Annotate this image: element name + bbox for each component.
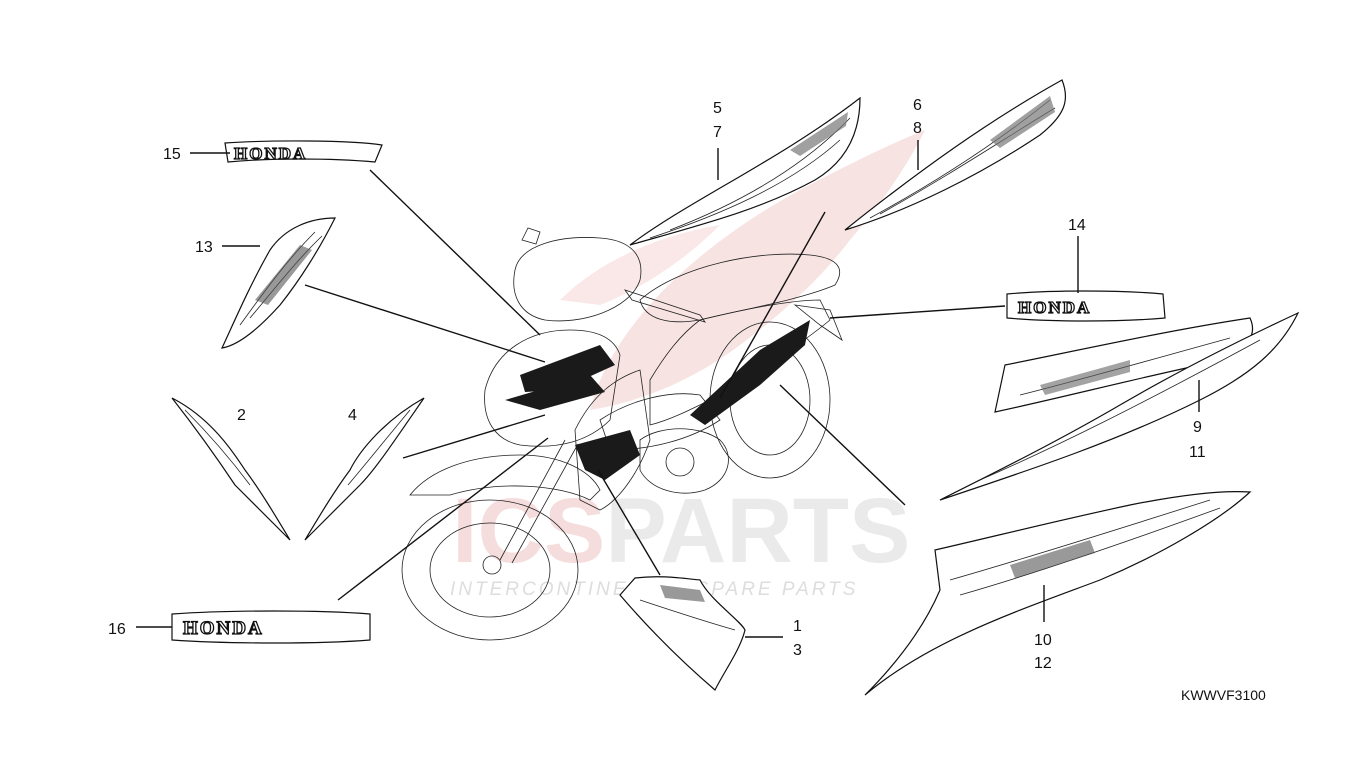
callout-6: 6 xyxy=(913,97,922,114)
callout-8: 8 xyxy=(913,120,922,137)
honda-emblem-14: HONDA xyxy=(1006,290,1166,322)
front-wheel-rim xyxy=(429,522,551,618)
part-1-3-decal xyxy=(619,576,746,691)
callout-2: 2 xyxy=(237,407,246,424)
front-cowl xyxy=(484,329,621,447)
callout-16: 16 xyxy=(108,621,126,638)
part-9-11-decal xyxy=(939,311,1300,501)
callout-7: 7 xyxy=(713,124,722,141)
callout-13: 13 xyxy=(195,239,213,256)
svg-text:ICSPARTS: ICSPARTS xyxy=(452,480,910,582)
svg-text:HONDA: HONDA xyxy=(1018,298,1091,317)
callout-11: 11 xyxy=(1189,444,1206,461)
part-5-7-decal xyxy=(629,96,861,246)
leg-shield xyxy=(574,369,651,511)
honda-emblem-16: HONDA xyxy=(171,610,371,644)
callout-3: 3 xyxy=(793,642,802,659)
part-2-emblem xyxy=(171,397,291,541)
front-fork xyxy=(499,439,579,564)
front-hub xyxy=(482,555,502,575)
part-10-12-decal xyxy=(864,490,1252,696)
callout-15: 15 xyxy=(163,146,181,163)
engine-cover xyxy=(665,447,695,477)
svg-text:HONDA: HONDA xyxy=(234,144,307,163)
body-stripe-lower xyxy=(505,375,605,410)
callout-labels: 15 13 5 7 6 8 14 2 4 9 11 1 3 10 12 16 xyxy=(108,97,1206,672)
callout-5: 5 xyxy=(713,100,722,117)
watermark-wing-logo xyxy=(590,130,925,410)
watermark-brand-part1: ICS xyxy=(452,480,605,582)
motorcycle-drawing xyxy=(401,227,843,641)
rear-fender xyxy=(793,304,843,342)
callout-12: 12 xyxy=(1034,655,1052,672)
front-wheel xyxy=(401,499,579,641)
callout-4: 4 xyxy=(348,407,357,424)
honda-emblem-15: HONDA xyxy=(224,140,383,164)
watermark-wing-logo-inner xyxy=(560,225,720,305)
callout-14: 14 xyxy=(1068,217,1086,234)
diagram-code: KWWVF3100 xyxy=(1181,687,1266,703)
leg-shield-stripe xyxy=(575,430,640,480)
floor-step xyxy=(599,393,721,451)
handlebar-grip xyxy=(623,289,707,323)
callout-9: 9 xyxy=(1193,419,1202,436)
mirror-stem xyxy=(521,227,541,245)
front-fender xyxy=(409,454,601,501)
watermark-brand-part2: PARTS xyxy=(605,480,910,582)
leader-lines xyxy=(136,140,1200,638)
seat xyxy=(639,253,840,323)
callout-1: 1 xyxy=(793,618,802,635)
callout-10: 10 xyxy=(1034,632,1052,649)
handlebar-cover xyxy=(513,237,642,322)
svg-text:HONDA: HONDA xyxy=(183,618,264,639)
rear-panel-stripe xyxy=(690,320,810,425)
part-4-emblem xyxy=(304,397,425,541)
part-13-decal xyxy=(220,217,336,349)
part-6-8-decal xyxy=(844,79,1067,231)
body-stripe-front xyxy=(520,345,615,392)
engine xyxy=(639,428,729,494)
watermark: ICSPARTS INTERCONTINENTAL SPARE PARTS xyxy=(450,130,925,600)
